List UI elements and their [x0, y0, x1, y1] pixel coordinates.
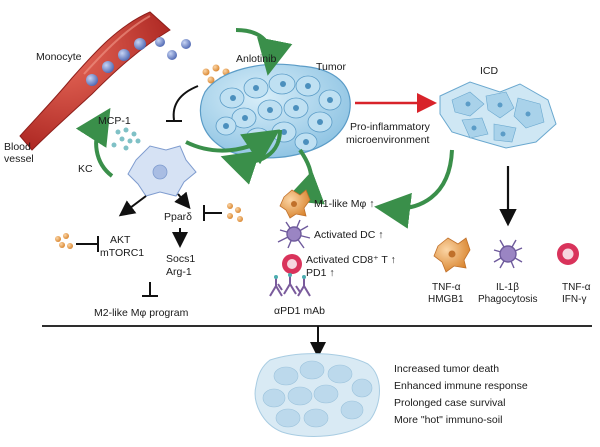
label-microenvironment: microenvironment	[346, 134, 430, 146]
label-activated-cd8: Activated CD8⁺ T ↑	[306, 254, 396, 266]
drug-inhibit-akt	[55, 233, 99, 252]
label-ifng: IFN-γ	[562, 294, 586, 305]
outcome-3: Prolonged case survival	[394, 397, 505, 409]
label-m1-like: M1-like Mφ ↑	[314, 198, 374, 210]
label-il1b: IL-1β	[496, 282, 519, 293]
outcome-4: More "hot" immuno-soil	[394, 414, 502, 426]
outcome-1: Increased tumor death	[394, 363, 499, 375]
label-m2-program: M2-like Mφ program	[94, 307, 189, 319]
label-pd1: PD1 ↑	[306, 267, 335, 279]
cd8-cell-icon	[282, 254, 302, 274]
label-activated-dc: Activated DC ↑	[314, 229, 383, 241]
inhibit-m2	[142, 282, 158, 297]
icd-cells	[439, 81, 557, 149]
label-vessel: vessel	[4, 153, 34, 165]
arrow-kc-ppard	[174, 191, 191, 210]
antibody-icon	[269, 276, 311, 297]
tumor-mass	[199, 63, 351, 159]
label-apd1: αPD1 mAb	[274, 305, 325, 317]
label-monocyte: Monocyte	[36, 51, 82, 63]
label-phagocytosis: Phagocytosis	[478, 294, 537, 305]
label-socs1: Socs1	[166, 253, 195, 265]
il1b-cell-icon	[493, 239, 523, 269]
label-mcp1: MCP-1	[98, 115, 131, 127]
dc-cell-icon	[277, 219, 311, 249]
outcome-cell-cluster	[254, 353, 380, 437]
label-blood: Blood	[4, 141, 31, 153]
green-arrows	[75, 28, 454, 229]
label-arg1: Arg-1	[166, 266, 192, 278]
label-mtorc1: mTORC1	[100, 247, 144, 259]
anlotinib-inhibit	[166, 85, 199, 122]
label-hmgb1: HMGB1	[428, 294, 464, 305]
label-icd: ICD	[480, 65, 499, 77]
monocyte-cells	[86, 37, 191, 86]
antibody-tips	[274, 273, 306, 279]
label-ppard: Pparδ	[164, 211, 192, 223]
label-anlotinib: Anlotinib	[236, 53, 276, 65]
label-tnfa-1: TNF-α	[432, 282, 461, 293]
tnfa-ifng-cell-icon	[557, 243, 579, 265]
kc-cell	[127, 145, 197, 197]
mcp1-dots	[111, 127, 141, 151]
label-tnfa-2: TNF-α	[562, 282, 591, 293]
outcome-2: Enhanced immune response	[394, 380, 528, 392]
tnfa-hmgb1-cell-icon	[433, 237, 471, 273]
label-pro-inflammatory: Pro-inflammatory	[350, 121, 431, 133]
label-akt: AKT	[110, 234, 131, 246]
drug-inhibit-ppard	[203, 203, 243, 222]
m1-macrophage-icon	[279, 189, 311, 219]
label-tumor: Tumor	[316, 61, 346, 73]
arrow-kc-akt	[118, 195, 147, 217]
label-kc: KC	[78, 163, 93, 175]
